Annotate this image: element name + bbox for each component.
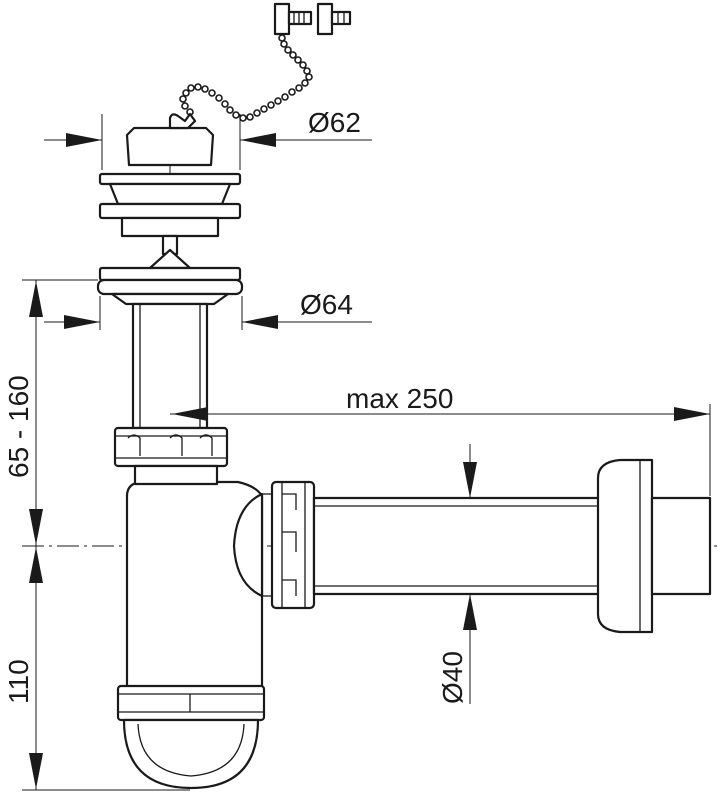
- lower-height-label: 110: [3, 659, 34, 704]
- stopper-plug: [125, 126, 215, 167]
- stopper-hook: [168, 112, 197, 130]
- ball-chain: [179, 34, 313, 122]
- wall-rosette: [596, 458, 712, 634]
- tailpiece-tube: [131, 302, 209, 430]
- outlet-length-label: max 250: [346, 383, 453, 414]
- pipe-diameter-label: Ø40: [437, 651, 468, 704]
- stopper-diameter-label: Ø62: [308, 107, 361, 138]
- chain-assembly: [125, 2, 352, 167]
- drain-strainer: [98, 172, 242, 270]
- sink-flange: [96, 266, 244, 306]
- outlet-nut: [270, 480, 316, 610]
- chain-anchor-bolt: [273, 2, 352, 36]
- trap-body: [125, 464, 276, 690]
- dimension-stopper-diameter: Ø62: [44, 107, 372, 170]
- dimension-heights: 65 - 160 110: [3, 279, 190, 791]
- upper-height-label: 65 - 160: [3, 375, 34, 478]
- upper-nut: [113, 426, 229, 468]
- dimension-pipe-diameter: Ø40: [437, 444, 477, 704]
- dimension-outlet-length: max 250: [170, 383, 711, 496]
- bottom-cup: [116, 684, 266, 790]
- flange-diameter-label: Ø64: [300, 289, 353, 320]
- dimension-flange-diameter: Ø64: [44, 289, 372, 330]
- outlet-pipe: [312, 496, 608, 596]
